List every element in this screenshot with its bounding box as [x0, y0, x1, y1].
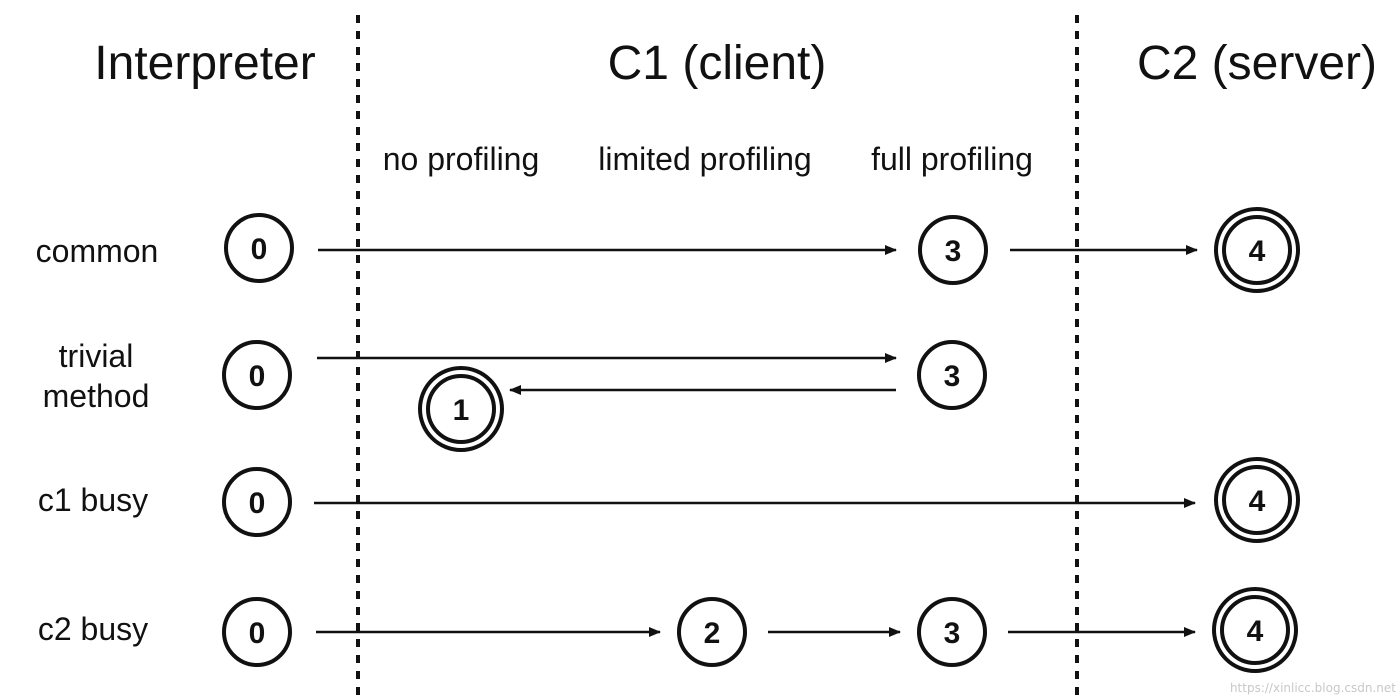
node-common-level-4: 4 [1214, 207, 1300, 293]
svg-text:2: 2 [704, 617, 721, 650]
node-c2busy-level-2: 2 [677, 597, 747, 667]
row-label-common: common [36, 233, 159, 269]
limited-profiling-subtitle: limited profiling [598, 141, 811, 177]
node-common-level-3: 3 [918, 215, 988, 285]
node-trivial-level-3: 3 [917, 340, 987, 410]
full-profiling-subtitle: full profiling [871, 141, 1033, 177]
svg-text:4: 4 [1249, 485, 1266, 518]
svg-text:3: 3 [944, 360, 961, 393]
svg-text:4: 4 [1247, 615, 1264, 648]
no-profiling-subtitle: no profiling [383, 141, 540, 177]
node-c2busy-level-3: 3 [917, 597, 987, 667]
c1-client-title: C1 (client) [608, 37, 827, 90]
node-c1busy-level-0: 0 [222, 467, 292, 537]
row-label-trivial: trivial [59, 338, 134, 374]
c2-server-title: C2 (server) [1137, 37, 1377, 90]
interpreter-title: Interpreter [94, 37, 315, 90]
svg-text:0: 0 [249, 360, 266, 393]
node-common-level-0: 0 [224, 213, 294, 283]
svg-text:3: 3 [944, 617, 961, 650]
node-c1busy-level-4: 4 [1214, 457, 1300, 543]
node-trivial-level-0: 0 [222, 340, 292, 410]
svg-text:0: 0 [249, 487, 266, 520]
svg-text:1: 1 [453, 394, 470, 427]
row-label-method: method [43, 378, 150, 414]
node-c2busy-level-0: 0 [222, 597, 292, 667]
svg-text:3: 3 [945, 235, 962, 268]
svg-text:0: 0 [251, 233, 268, 266]
row-label-c1-busy: c1 busy [38, 482, 148, 518]
node-c2busy-level-4: 4 [1212, 587, 1298, 673]
svg-text:4: 4 [1249, 235, 1266, 268]
node-trivial-level-1: 1 [418, 366, 504, 452]
watermark-text: https://xinlicc.blog.csdn.net [1230, 681, 1396, 695]
svg-text:0: 0 [249, 617, 266, 650]
row-label-c2-busy: c2 busy [38, 611, 148, 647]
